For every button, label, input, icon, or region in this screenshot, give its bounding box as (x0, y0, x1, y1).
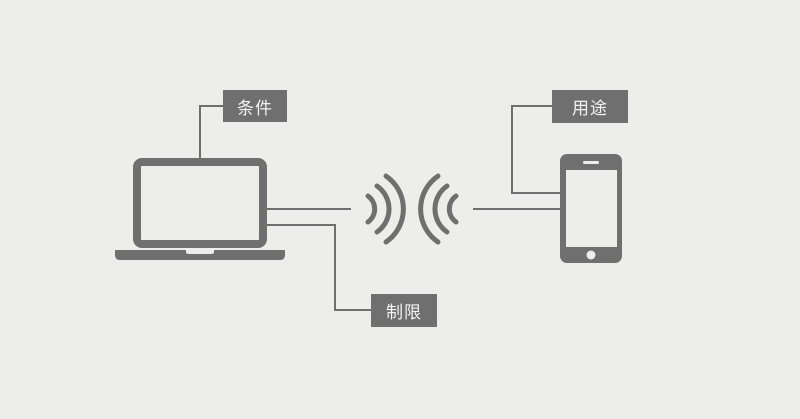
connector-restrictions (267, 224, 371, 311)
label-usage-text: 用途 (572, 99, 608, 119)
wireless-signal-icon (365, 173, 459, 245)
laptop-icon (115, 158, 285, 260)
connector-usage (511, 105, 560, 194)
connector-conditions (199, 105, 223, 158)
label-usage: 用途 (552, 90, 628, 123)
label-restrictions: 制限 (371, 294, 437, 327)
label-restrictions-text: 制限 (386, 303, 422, 323)
smartphone-icon (560, 154, 622, 263)
label-conditions-text: 条件 (237, 98, 273, 119)
label-conditions: 条件 (223, 90, 287, 122)
